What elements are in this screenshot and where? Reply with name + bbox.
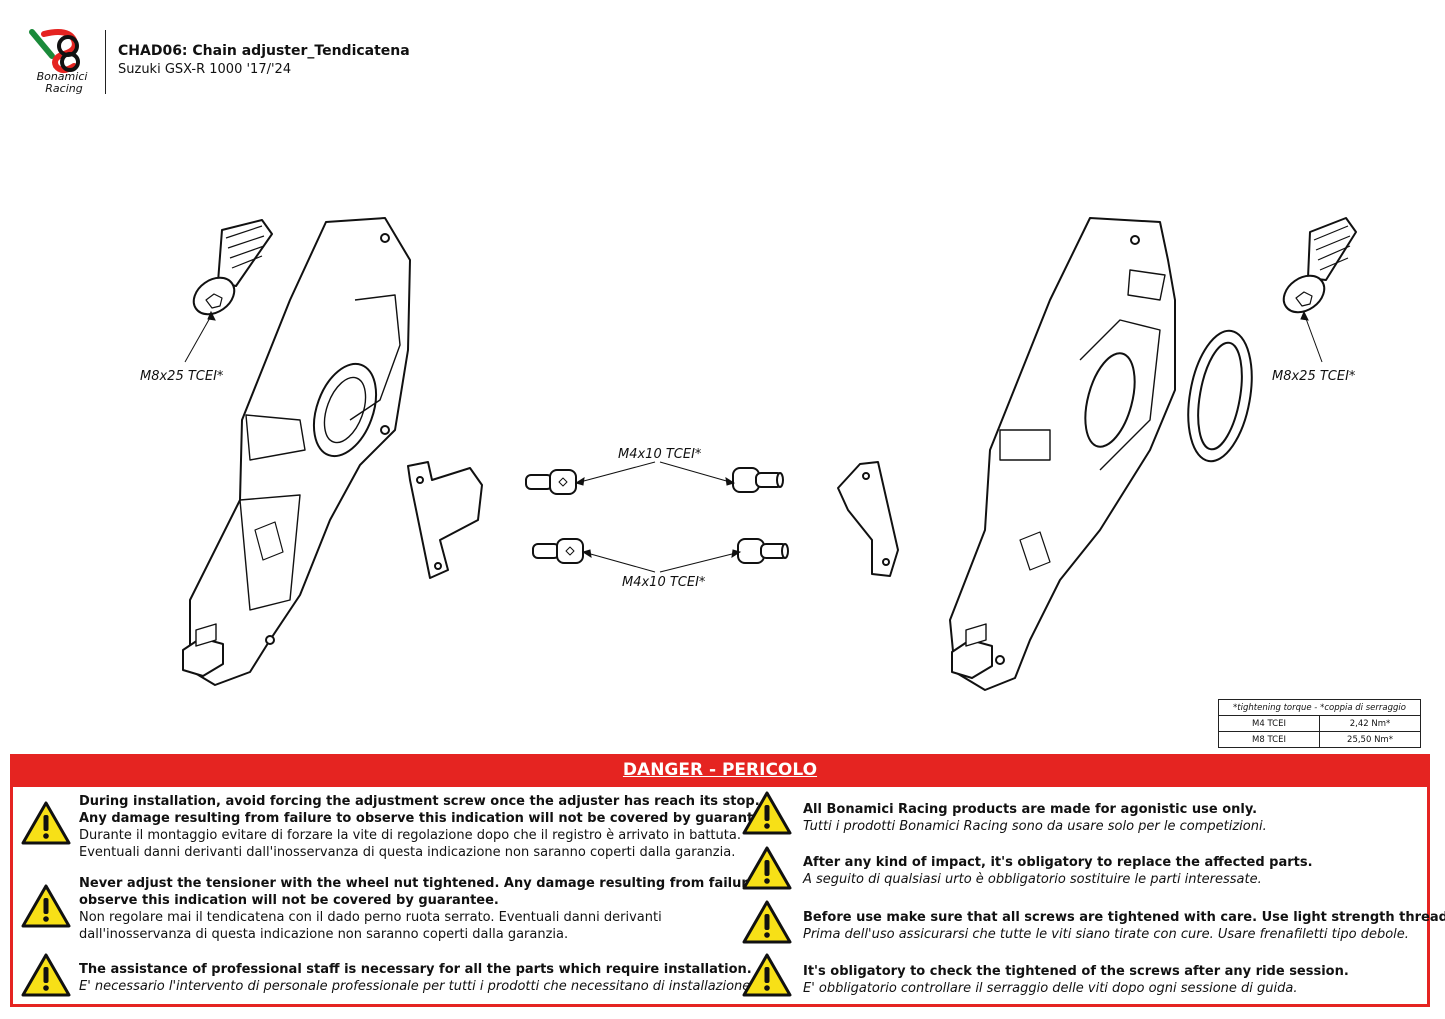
exploded-parts-drawing: M8x25 TCEI* M8x25 TCEI* M4x10 TCEI* M4x1… bbox=[140, 217, 1357, 691]
header-divider bbox=[105, 30, 106, 94]
chain-adjuster-right bbox=[949, 217, 1176, 691]
warning-en: During installation, avoid forcing the a… bbox=[79, 794, 760, 809]
warning-icon bbox=[742, 900, 792, 944]
warning-it: E' obbligatorio controllare il serraggio… bbox=[803, 981, 1298, 996]
warning-icon bbox=[742, 846, 792, 890]
m8-bolt-right bbox=[1282, 217, 1357, 314]
m4-screw-top-left bbox=[525, 469, 577, 495]
callout-m8-right: M8x25 TCEI* bbox=[1272, 369, 1356, 384]
warning-en: Before use make sure that all screws are… bbox=[803, 910, 1445, 925]
warning-it: Non regolare mai il tendicatena con il d… bbox=[79, 910, 662, 925]
warning-it: E' necessario l'intervento di personale … bbox=[79, 979, 755, 994]
m4-screw-bottom-left bbox=[532, 538, 584, 564]
torque-table-heading: *tightening torque - *coppia di serraggi… bbox=[1218, 699, 1421, 716]
warning-text-3: The assistance of professional staff is … bbox=[79, 961, 754, 995]
bracket-left bbox=[407, 461, 483, 579]
callout-m8-left: M8x25 TCEI* bbox=[140, 369, 224, 384]
bonamici-racing-logo: Bonamici Racing bbox=[24, 26, 100, 96]
vehicle-model: Suzuki GSX-R 1000 '17/'24 bbox=[118, 62, 292, 77]
warning-en: The assistance of professional staff is … bbox=[79, 962, 752, 977]
warning-text-4: All Bonamici Racing products are made fo… bbox=[803, 801, 1267, 835]
warning-it: dall'inosservanza di questa indicazione … bbox=[79, 927, 569, 942]
chain-adjuster-left bbox=[182, 217, 411, 686]
danger-header-bar bbox=[13, 757, 1427, 787]
callout-m4-top: M4x10 TCEI* bbox=[618, 447, 702, 462]
warning-en: observe this indication will not be cove… bbox=[79, 893, 499, 908]
screw-cell: M8 TCEI bbox=[1218, 731, 1320, 748]
warning-icon bbox=[21, 953, 71, 997]
warning-text-6: Before use make sure that all screws are… bbox=[803, 909, 1445, 943]
logo-sub: Racing bbox=[45, 82, 82, 95]
m4-screw-top-right bbox=[732, 467, 784, 493]
warning-it: Durante il montaggio evitare di forzare … bbox=[79, 828, 741, 843]
logo-name: Bonamici bbox=[37, 70, 88, 83]
table-row: M8 TCEI 25,50 Nm* bbox=[1218, 731, 1421, 748]
warning-icon bbox=[21, 801, 71, 845]
table-row: M4 TCEI 2,42 Nm* bbox=[1218, 715, 1421, 732]
warning-en: Never adjust the tensioner with the whee… bbox=[79, 876, 777, 891]
warning-text-7: It's obligatory to check the tightened o… bbox=[803, 963, 1349, 997]
warning-en: It's obligatory to check the tightened o… bbox=[803, 964, 1349, 979]
warning-icon bbox=[742, 791, 792, 835]
warning-icon bbox=[742, 953, 792, 997]
warning-en: After any kind of impact, it's obligator… bbox=[803, 855, 1313, 870]
danger-box: DANGER - PERICOLO During installation, a… bbox=[10, 754, 1445, 1007]
m4-screw-bottom-right bbox=[737, 538, 789, 564]
warning-text-2: Never adjust the tensioner with the whee… bbox=[79, 875, 776, 943]
document-title: CHAD06: Chain adjuster_Tendicatena bbox=[118, 43, 410, 59]
warning-it: A seguito di qualsiasi urto è obbligator… bbox=[803, 872, 1262, 887]
warning-icon bbox=[21, 884, 71, 928]
screw-cell: M4 TCEI bbox=[1218, 715, 1320, 732]
bracket-right bbox=[837, 461, 899, 577]
warning-text-5: After any kind of impact, it's obligator… bbox=[803, 854, 1313, 888]
callout-m4-bottom: M4x10 TCEI* bbox=[622, 575, 706, 590]
torque-cell: 25,50 Nm* bbox=[1319, 731, 1421, 748]
washer bbox=[1187, 329, 1253, 463]
warning-it: Eventuali danni derivanti dall'inosserva… bbox=[79, 845, 736, 860]
warning-it: Tutti i prodotti Bonamici Racing sono da… bbox=[803, 819, 1267, 834]
torque-cell: 2,42 Nm* bbox=[1319, 715, 1421, 732]
torque-table: *tightening torque - *coppia di serraggi… bbox=[1218, 699, 1421, 748]
warning-it: Prima dell'uso assicurarsi che tutte le … bbox=[803, 927, 1409, 942]
danger-title: DANGER - PERICOLO bbox=[622, 760, 818, 780]
warning-en: Any damage resulting from failure to obs… bbox=[79, 811, 776, 826]
warning-text-1: During installation, avoid forcing the a… bbox=[79, 793, 776, 861]
warning-en: All Bonamici Racing products are made fo… bbox=[803, 802, 1258, 817]
m8-bolt-left bbox=[192, 219, 273, 316]
